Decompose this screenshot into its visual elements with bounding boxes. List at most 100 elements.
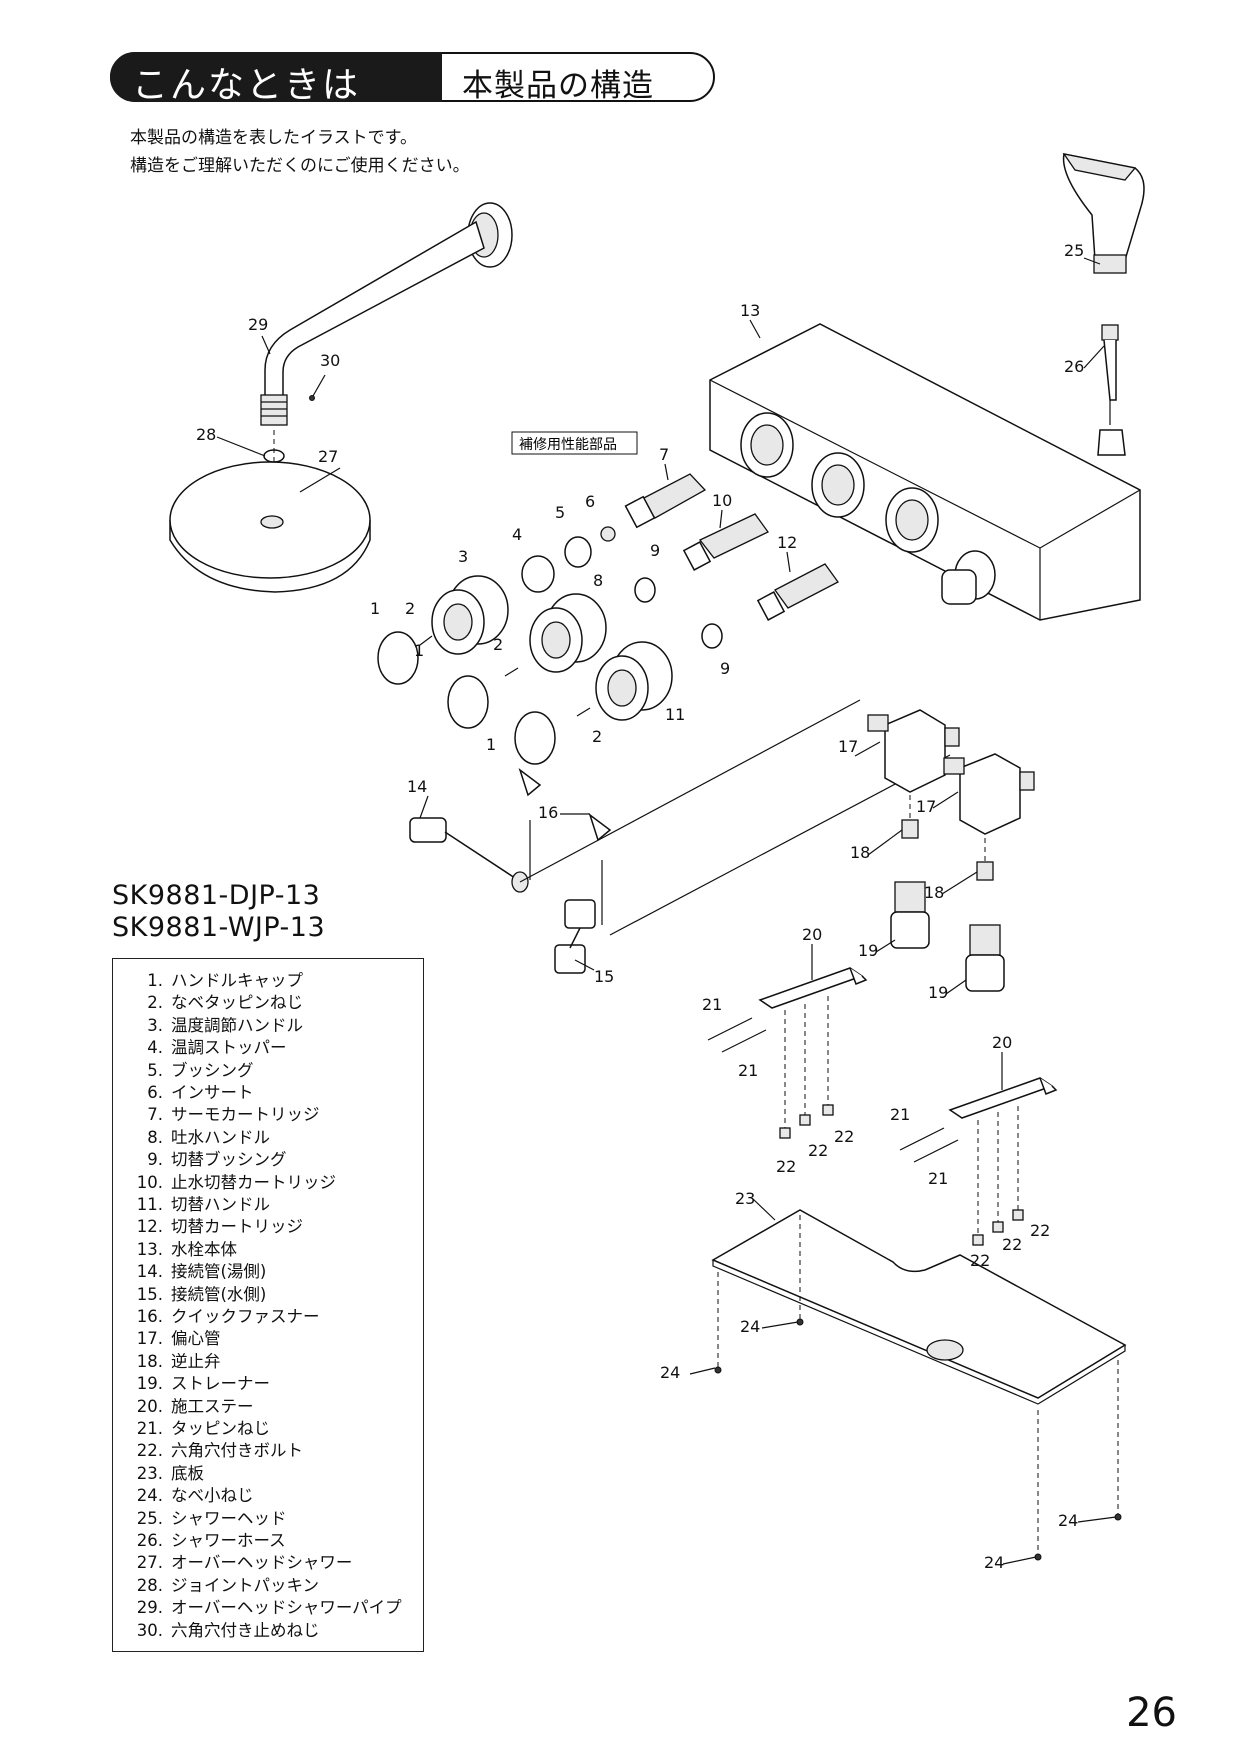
callout-28: 28 xyxy=(196,425,216,444)
part-number: 12. xyxy=(136,1217,163,1237)
callout-24: 24 xyxy=(1058,1511,1078,1530)
parts-legend-item: 28.ジョイントパッキン xyxy=(113,1572,319,1596)
part-number: 26. xyxy=(136,1531,163,1550)
callout-20: 20 xyxy=(802,925,822,944)
part-name: タッピンねじ xyxy=(171,1419,270,1438)
part-number: 29. xyxy=(136,1598,163,1618)
part-name: クイックファスナー xyxy=(171,1307,320,1326)
callout-7: 7 xyxy=(659,445,669,464)
part-name: ハンドルキャップ xyxy=(171,971,303,990)
part-name: インサート xyxy=(171,1083,254,1102)
callout-3: 3 xyxy=(458,547,468,566)
callout-11: 11 xyxy=(665,705,685,724)
tapping-screw xyxy=(504,667,519,677)
model-number-2: SK9881-WJP-13 xyxy=(112,912,326,943)
cold-connection-pipe xyxy=(554,899,596,974)
part-number: 10. xyxy=(136,1172,163,1192)
check-valve xyxy=(976,861,994,881)
callout-1: 1 xyxy=(414,641,424,660)
callout-2: 2 xyxy=(405,599,415,618)
callout-22: 22 xyxy=(776,1157,796,1176)
parts-legend-item: 5.ブッシング xyxy=(113,1057,253,1081)
callout-25: 25 xyxy=(1064,241,1084,260)
part-number: 24. xyxy=(136,1486,163,1506)
parts-legend-item: 20.施工ステー xyxy=(113,1393,254,1417)
callout-26: 26 xyxy=(1064,357,1084,376)
part-number: 27. xyxy=(136,1553,163,1573)
callout-18: 18 xyxy=(924,883,944,902)
parts-legend-item: 19.ストレーナー xyxy=(113,1370,270,1394)
hex-bolts xyxy=(779,996,1024,1246)
part-name: 逆止弁 xyxy=(171,1351,221,1371)
callout-22: 22 xyxy=(808,1141,828,1160)
parts-legend-item: 25.シャワーヘッド xyxy=(113,1505,287,1529)
callout-24: 24 xyxy=(660,1363,680,1382)
parts-legend-item: 18. 逆止弁 xyxy=(113,1348,221,1372)
part-name: シャワーホース xyxy=(171,1531,286,1550)
parts-legend-item: 11. 切替ハンドル xyxy=(113,1191,270,1215)
set-screw xyxy=(309,395,315,401)
callout-9: 9 xyxy=(720,659,730,678)
part-name: 切替ハンドル xyxy=(171,1195,270,1214)
callout-15: 15 xyxy=(594,967,614,986)
switch-bushing xyxy=(634,577,656,603)
performance-parts-label: 補修用性能部品 xyxy=(519,437,617,453)
parts-legend-item: 17.偏心管 xyxy=(113,1325,221,1349)
callout-21: 21 xyxy=(702,995,722,1014)
parts-legend-item: 15.接続管(水側) xyxy=(113,1281,267,1305)
part-number: 11. xyxy=(136,1195,163,1214)
callout-2: 2 xyxy=(493,635,503,654)
part-number: 6. xyxy=(147,1083,163,1102)
callout-1: 1 xyxy=(486,735,496,754)
part-number: 8. xyxy=(147,1127,163,1147)
part-name: 底板 xyxy=(171,1463,204,1483)
callout-18: 18 xyxy=(850,843,870,862)
temp-stopper xyxy=(521,555,555,593)
callout-30: 30 xyxy=(320,351,340,370)
bottom-plate xyxy=(711,1209,1127,1405)
callout-9: 9 xyxy=(650,541,660,560)
header-category: こんなときは xyxy=(132,65,361,106)
callout-24: 24 xyxy=(984,1553,1004,1572)
callout-13: 13 xyxy=(740,301,760,320)
callout-5: 5 xyxy=(555,503,565,522)
stop-switch-cartridge xyxy=(682,513,769,571)
callout-8: 8 xyxy=(593,571,603,590)
tapping-screw xyxy=(707,1017,753,1041)
parts-legend-item: 30. 六角穴付き止めねじ xyxy=(113,1617,320,1641)
switch-handle xyxy=(595,641,673,721)
part-name: オーバーヘッドシャワーパイプ xyxy=(171,1598,402,1618)
part-name: 六角穴付き止めねじ xyxy=(171,1620,320,1640)
callout-23: 23 xyxy=(735,1189,755,1208)
part-name: 温度調節ハンドル xyxy=(171,1015,303,1035)
overhead-shower-pipe xyxy=(260,202,513,426)
part-number: 15. xyxy=(136,1284,163,1304)
parts-legend-item: 29. オーバーヘッドシャワーパイプ xyxy=(113,1594,402,1618)
callout-17: 17 xyxy=(838,737,858,756)
part-name: 水栓本体 xyxy=(171,1239,237,1259)
shower-head xyxy=(1062,153,1145,274)
parts-legend-item: 22.六角穴付きボルト xyxy=(113,1437,303,1461)
part-number: 25. xyxy=(136,1508,163,1528)
callout-16: 16 xyxy=(538,803,558,822)
parts-legend-item: 12. 切替カートリッジ xyxy=(113,1213,303,1237)
callout-20: 20 xyxy=(992,1033,1012,1052)
tapping-screw xyxy=(913,1139,959,1163)
parts-legend-item: 4.温調ストッパー xyxy=(113,1034,286,1058)
part-number: 7. xyxy=(147,1105,163,1125)
part-number: 23. xyxy=(136,1463,163,1483)
parts-legend-item: 27.オーバーヘッドシャワー xyxy=(113,1549,353,1573)
callout-14: 14 xyxy=(407,777,427,796)
part-name: 切替カートリッジ xyxy=(171,1217,303,1237)
overhead-shower-head xyxy=(169,461,371,593)
part-number: 18. xyxy=(136,1351,163,1371)
part-number: 1. xyxy=(147,971,163,990)
part-number: 30. xyxy=(136,1620,163,1640)
intro-line-2: 構造をご理解いただくのにご使用ください。 xyxy=(130,156,470,176)
callout-24: 24 xyxy=(740,1317,760,1336)
callout-22: 22 xyxy=(1002,1235,1022,1254)
callout-19: 19 xyxy=(928,983,948,1002)
part-name: 接続管(湯側) xyxy=(171,1262,267,1282)
